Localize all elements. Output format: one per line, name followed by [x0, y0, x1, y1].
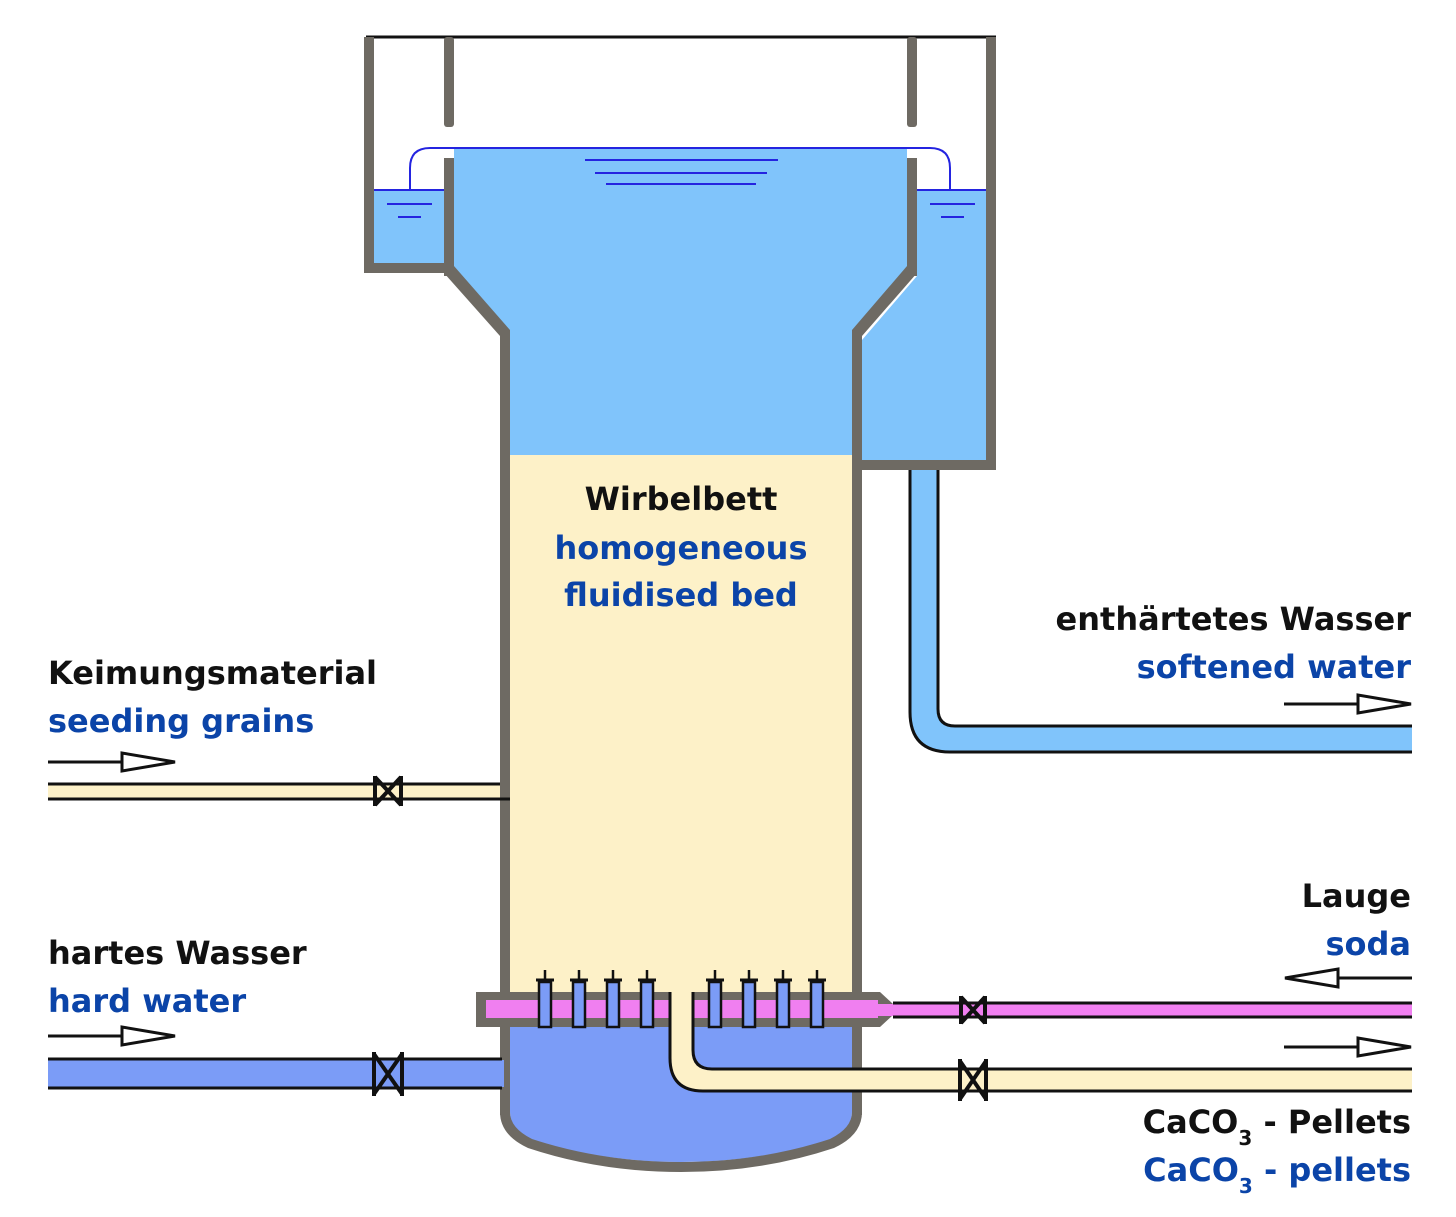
right-slanted-wall	[852, 266, 917, 342]
valve-icon[interactable]	[958, 1059, 988, 1101]
left-slanted-wall	[444, 266, 510, 342]
hard-water-pipe-fill	[48, 1060, 504, 1087]
left-column-wall	[500, 336, 510, 996]
softened-label: enthärtetes Wasser softened water	[1056, 600, 1412, 686]
pellets-label-de: CaCO3 - Pellets	[1143, 1103, 1411, 1150]
nozzle	[808, 970, 826, 1029]
hard-water-label-de: hartes Wasser	[48, 934, 307, 972]
soda-distributor	[476, 970, 1412, 1029]
nozzle	[774, 970, 792, 1029]
arrow-right-icon	[48, 751, 176, 773]
column-clear-water	[454, 148, 907, 455]
softened-label-en: softened water	[1137, 648, 1412, 686]
chamber-bottom-dish	[500, 1112, 862, 1172]
right-outer-wall	[986, 37, 996, 469]
valve-icon[interactable]	[372, 1052, 404, 1096]
hard-water-pipe	[48, 1052, 504, 1096]
soda-label: Lauge soda	[1302, 877, 1411, 963]
bed-label-en-1: homogeneous	[555, 529, 808, 567]
right-column-wall	[852, 336, 862, 996]
soda-label-de: Lauge	[1302, 877, 1411, 915]
nozzle	[740, 970, 758, 1029]
softened-water-pipe	[908, 470, 1412, 754]
water-surface	[374, 147, 986, 218]
seeding-pipe	[48, 775, 510, 807]
left-trough-water	[374, 190, 444, 264]
bed-label: Wirbelbett homogeneous fluidised bed	[555, 480, 808, 614]
nozzle	[706, 970, 724, 1029]
hard-water-label: hartes Wasser hard water	[48, 934, 307, 1020]
softened-label-de: enthärtetes Wasser	[1056, 600, 1412, 638]
pellet-pipe-inner	[691, 992, 1412, 1071]
bed-label-de: Wirbelbett	[585, 480, 778, 518]
right-trough-water	[862, 190, 986, 460]
arrow-right-icon	[1284, 1036, 1412, 1058]
left-trough-bottom	[364, 263, 454, 273]
seeding-label: Keimungsmaterial seeding grains	[48, 654, 377, 740]
soda-pipe-fill	[878, 1004, 1412, 1016]
column-walls	[364, 158, 996, 1172]
pellet-pipe-outer	[668, 992, 1412, 1093]
nozzle-row	[536, 970, 826, 1029]
pellets-label-en: CaCO3 - pellets	[1143, 1151, 1411, 1198]
valve-icon[interactable]	[959, 995, 987, 1025]
left-weir-lower	[444, 158, 454, 276]
nozzle	[604, 970, 622, 1029]
clear-water-zone	[374, 148, 986, 460]
arrow-left-icon	[1284, 967, 1412, 989]
pellet-pipe-fill	[670, 992, 1412, 1091]
pellets-label: CaCO3 - Pellets CaCO3 - pellets	[1143, 1103, 1411, 1198]
pellet-discharge-pipe	[668, 992, 1412, 1101]
soda-label-en: soda	[1325, 925, 1411, 963]
nozzle	[570, 970, 588, 1029]
overflow-surface-line	[409, 147, 951, 190]
overflow-housing	[364, 35, 996, 469]
nozzle	[638, 970, 656, 1029]
left-outer-wall	[364, 37, 374, 273]
seeding-pipe-fill	[48, 784, 500, 798]
softened-pipe-inner	[936, 470, 1412, 728]
fluidised-bed	[510, 455, 852, 995]
inlet-chamber-water	[510, 1025, 852, 1162]
right-weir-upper	[907, 37, 917, 127]
softened-pipe-outer	[908, 470, 1412, 754]
arrow-right-icon	[48, 1025, 176, 1047]
arrow-right-icon	[1284, 693, 1412, 715]
hard-water-label-en: hard water	[48, 982, 246, 1020]
bed-label-en-2: fluidised bed	[564, 576, 798, 614]
right-channel-bottom	[862, 460, 996, 470]
seeding-label-en: seeding grains	[48, 702, 314, 740]
nozzle	[536, 970, 554, 1029]
right-weir-lower	[907, 158, 917, 276]
seeding-label-de: Keimungsmaterial	[48, 654, 377, 692]
left-weir-upper	[444, 37, 454, 127]
left-chamber-wall	[500, 1025, 510, 1115]
valve-icon[interactable]	[373, 775, 403, 807]
